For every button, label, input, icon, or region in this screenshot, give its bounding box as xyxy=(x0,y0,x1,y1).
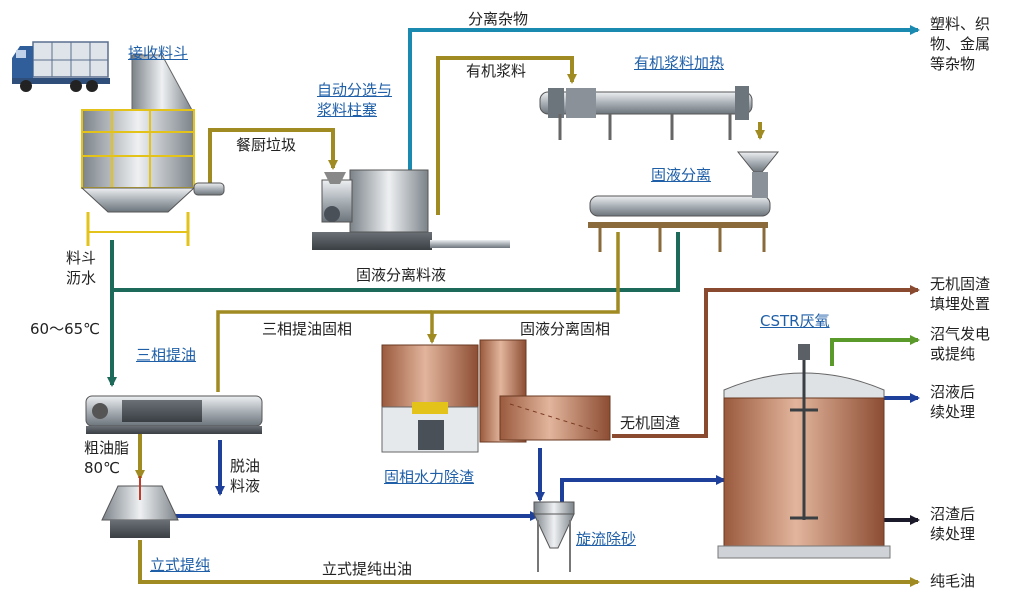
sl-solid-label: 固液分离固相 xyxy=(520,320,611,338)
hydraulic-slag-label: 固相水力除渣 xyxy=(384,468,475,486)
solid-liquid-separator xyxy=(588,151,780,252)
three-phase-solid-label: 三相提油固相 xyxy=(262,320,353,338)
organic-slurry-label: 有机浆料 xyxy=(466,62,527,80)
vertical-oil-line xyxy=(138,540,920,587)
auto-sorting-label: 自动分选与 浆料柱塞 xyxy=(317,81,393,119)
cstr-label: CSTR厌氧 xyxy=(760,312,830,330)
heating-unit xyxy=(539,86,753,140)
hydraulic-slag-tank xyxy=(381,339,611,453)
biogas-output-label: 沼气发电 或提纯 xyxy=(930,325,991,363)
impurities-stream-label: 分离杂物 xyxy=(468,10,529,28)
impurities-line xyxy=(408,25,920,172)
sl-liquid-label: 固液分离料液 xyxy=(356,266,447,284)
digestate-residue-output-label: 沼渣后 续处理 xyxy=(930,505,976,543)
deoiled-liquid-label: 脱油 料液 xyxy=(230,457,261,495)
cyclone-to-cstr-line xyxy=(560,475,726,506)
organic-slurry-line xyxy=(436,56,577,215)
inorganic-slag-line xyxy=(612,285,920,438)
cyclone-separator xyxy=(533,501,575,572)
inorganic-slag-label: 无机固渣 xyxy=(620,414,681,432)
temperature-label: 60～65℃ xyxy=(30,320,101,338)
pure-oil-output-label: 纯毛油 xyxy=(930,572,976,590)
sl-solid-line xyxy=(427,232,620,344)
solid-liquid-sep-label: 固液分离 xyxy=(651,166,712,184)
receiving-hopper xyxy=(80,54,225,246)
vertical-oil-label: 立式提纯出油 xyxy=(322,560,413,578)
vertical-purifier xyxy=(101,476,179,538)
heating-label: 有机浆料加热 xyxy=(634,54,725,72)
crude-grease-label: 粗油脂 80℃ xyxy=(84,439,130,477)
auto-sorting-machine xyxy=(312,169,510,250)
vertical-purify-label: 立式提纯 xyxy=(150,556,211,574)
three-phase-centrifuge xyxy=(85,395,263,434)
kitchen-waste-label: 餐厨垃圾 xyxy=(236,136,297,154)
digestate-liquid-output-label: 沼液后 续处理 xyxy=(930,383,976,421)
hopper-drain-label: 料斗 沥水 xyxy=(66,249,97,287)
kitchen-waste-line xyxy=(208,128,338,185)
three-phase-solid-line xyxy=(216,310,432,392)
cstr-tank xyxy=(717,344,891,559)
cyclone-label: 旋流除砂 xyxy=(576,530,637,548)
garbage-truck-icon xyxy=(12,41,110,92)
biogas-line xyxy=(830,335,920,366)
landfill-output-label: 无机固渣 填埋处置 xyxy=(930,275,991,313)
three-phase-oil-label: 三相提油 xyxy=(136,346,197,364)
sl-liquid-line xyxy=(112,232,680,292)
plastics-output-label: 塑料、织 物、金属 等杂物 xyxy=(930,15,991,73)
receiving-hopper-label: 接收料斗 xyxy=(128,44,189,62)
